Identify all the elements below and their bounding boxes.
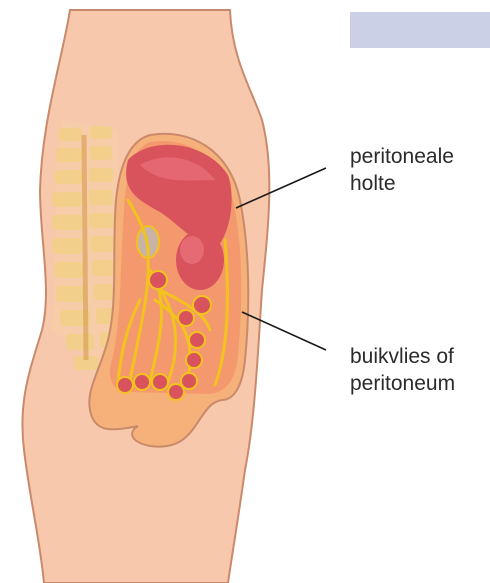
label-line: buikvlies of <box>350 343 455 370</box>
intestine-loop <box>193 296 211 314</box>
vertebra <box>54 262 84 278</box>
intestine-loop <box>168 384 184 400</box>
vertebra <box>52 192 82 207</box>
label-line: peritoneale <box>350 143 454 170</box>
stomach-highlight <box>180 236 204 264</box>
vertebra <box>66 334 94 350</box>
vertebra <box>54 170 82 184</box>
vertebra <box>56 148 82 162</box>
label-line: holte <box>350 170 454 197</box>
intestine-loop <box>189 332 205 348</box>
label-line: peritoneum <box>350 370 455 397</box>
intestine-loop <box>149 271 167 289</box>
vertebra <box>89 168 113 182</box>
vertebra <box>89 213 114 228</box>
intestine-loop <box>117 377 133 393</box>
vertebra <box>89 190 113 205</box>
vertebra <box>52 238 82 254</box>
vertebra <box>90 126 112 139</box>
vertebra <box>90 146 112 160</box>
intestine-loop <box>186 352 202 368</box>
label-peritoneum: buikvlies of peritoneum <box>350 343 455 397</box>
intestine-loop <box>134 374 150 390</box>
intestine-loop <box>152 374 168 390</box>
intestine-loop <box>178 310 194 326</box>
intestine-loop <box>181 373 197 389</box>
label-box <box>350 12 490 48</box>
vertebra <box>58 128 82 141</box>
vertebra <box>90 236 115 252</box>
vertebra <box>52 215 82 230</box>
vertebra <box>56 286 86 302</box>
label-peritoneal-cavity: peritoneale holte <box>350 143 454 197</box>
